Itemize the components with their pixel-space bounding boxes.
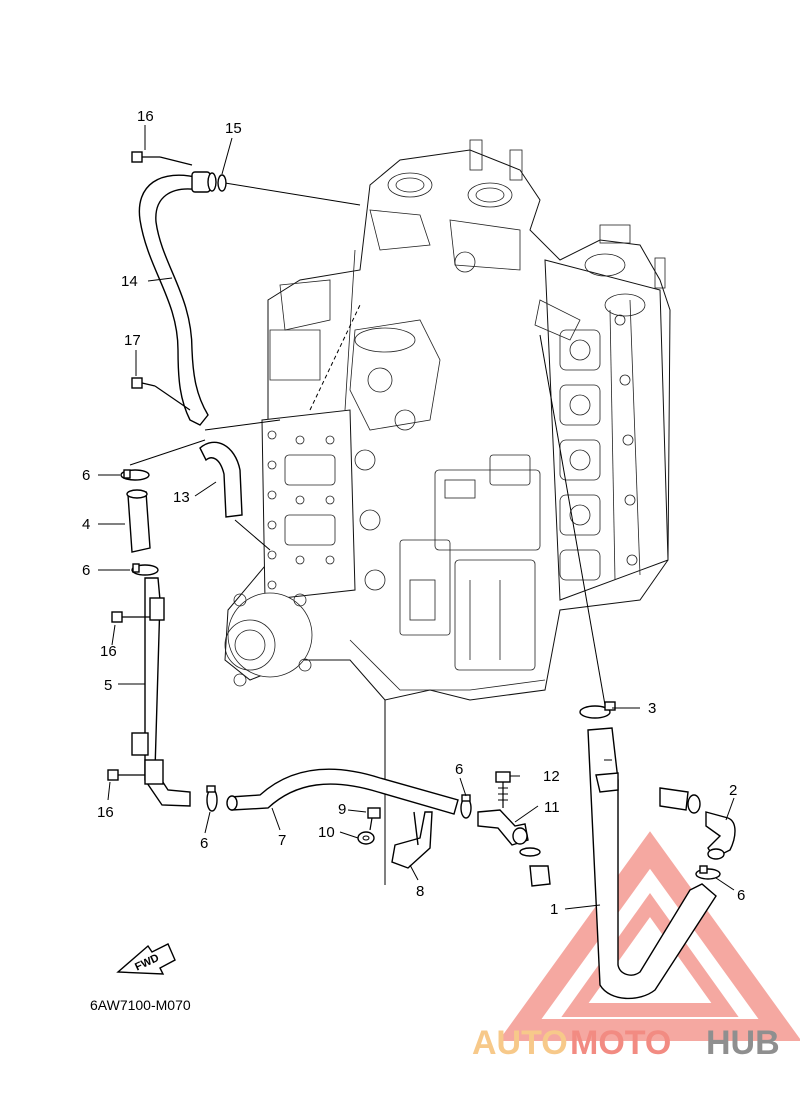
bolt-16b xyxy=(111,611,150,623)
callout-1: 1 xyxy=(550,901,558,918)
clamp-6c xyxy=(206,785,218,812)
callout-11: 11 xyxy=(544,799,560,816)
clamp-3 xyxy=(579,701,616,719)
callout-3: 3 xyxy=(648,700,656,717)
pipe-5 xyxy=(131,577,191,807)
callout-9: 9 xyxy=(338,801,346,818)
callout-6: 6 xyxy=(200,835,208,852)
callout-10: 10 xyxy=(318,824,335,841)
watermark-part-moto: MOTO xyxy=(570,1024,671,1062)
washer-10 xyxy=(357,831,375,845)
callout-12: 12 xyxy=(543,768,560,785)
watermark-part-hub: HUB xyxy=(706,1024,780,1062)
watermark-part-auto: AUTO xyxy=(472,1024,568,1062)
bolt-16a xyxy=(131,151,193,166)
engine-block xyxy=(224,139,671,701)
bolt-9 xyxy=(367,807,381,831)
hose-13 xyxy=(199,441,243,518)
fitting-11 xyxy=(477,809,551,887)
watermark-text: AUTO MOTO HUB xyxy=(472,1024,780,1062)
callout-16: 16 xyxy=(137,108,154,125)
leader-lines xyxy=(129,182,606,885)
callout-17: 17 xyxy=(124,332,141,349)
callout-5: 5 xyxy=(104,677,112,694)
callout-6: 6 xyxy=(455,761,463,778)
o-ring-15 xyxy=(217,174,227,192)
bolt-16c xyxy=(107,769,145,781)
diagram-code: 6AW7100-M070 xyxy=(90,997,191,1013)
clamp-6d xyxy=(460,794,472,819)
callout-6: 6 xyxy=(82,562,90,579)
bracket-8 xyxy=(391,811,433,869)
callout-labels: 16 15 14 17 6 13 4 6 16 5 16 6 7 9 10 8 … xyxy=(82,108,745,918)
callout-14: 14 xyxy=(121,273,138,290)
callout-6: 6 xyxy=(82,467,90,484)
callout-2: 2 xyxy=(729,782,737,799)
callout-16: 16 xyxy=(100,643,117,660)
watermark-logo xyxy=(498,831,800,1041)
callout-6: 6 xyxy=(737,887,745,904)
bolt-12 xyxy=(495,771,511,808)
hose-1 xyxy=(587,727,717,1000)
clamp-6a xyxy=(120,469,150,481)
callout-leaders xyxy=(98,125,735,910)
hose-4 xyxy=(126,489,151,553)
hose-7 xyxy=(226,768,459,815)
callout-15: 15 xyxy=(225,120,242,137)
hose-14 xyxy=(138,171,217,426)
callout-16: 16 xyxy=(97,804,114,821)
callout-13: 13 xyxy=(173,489,190,506)
fwd-arrow-icon: FWD xyxy=(116,943,176,975)
callout-7: 7 xyxy=(278,832,286,849)
fitting-2 xyxy=(659,787,736,860)
clamp-6b xyxy=(131,563,159,576)
callout-4: 4 xyxy=(82,516,90,533)
callout-8: 8 xyxy=(416,883,424,900)
clamp-6e xyxy=(695,865,721,880)
bolt-17 xyxy=(131,377,191,411)
